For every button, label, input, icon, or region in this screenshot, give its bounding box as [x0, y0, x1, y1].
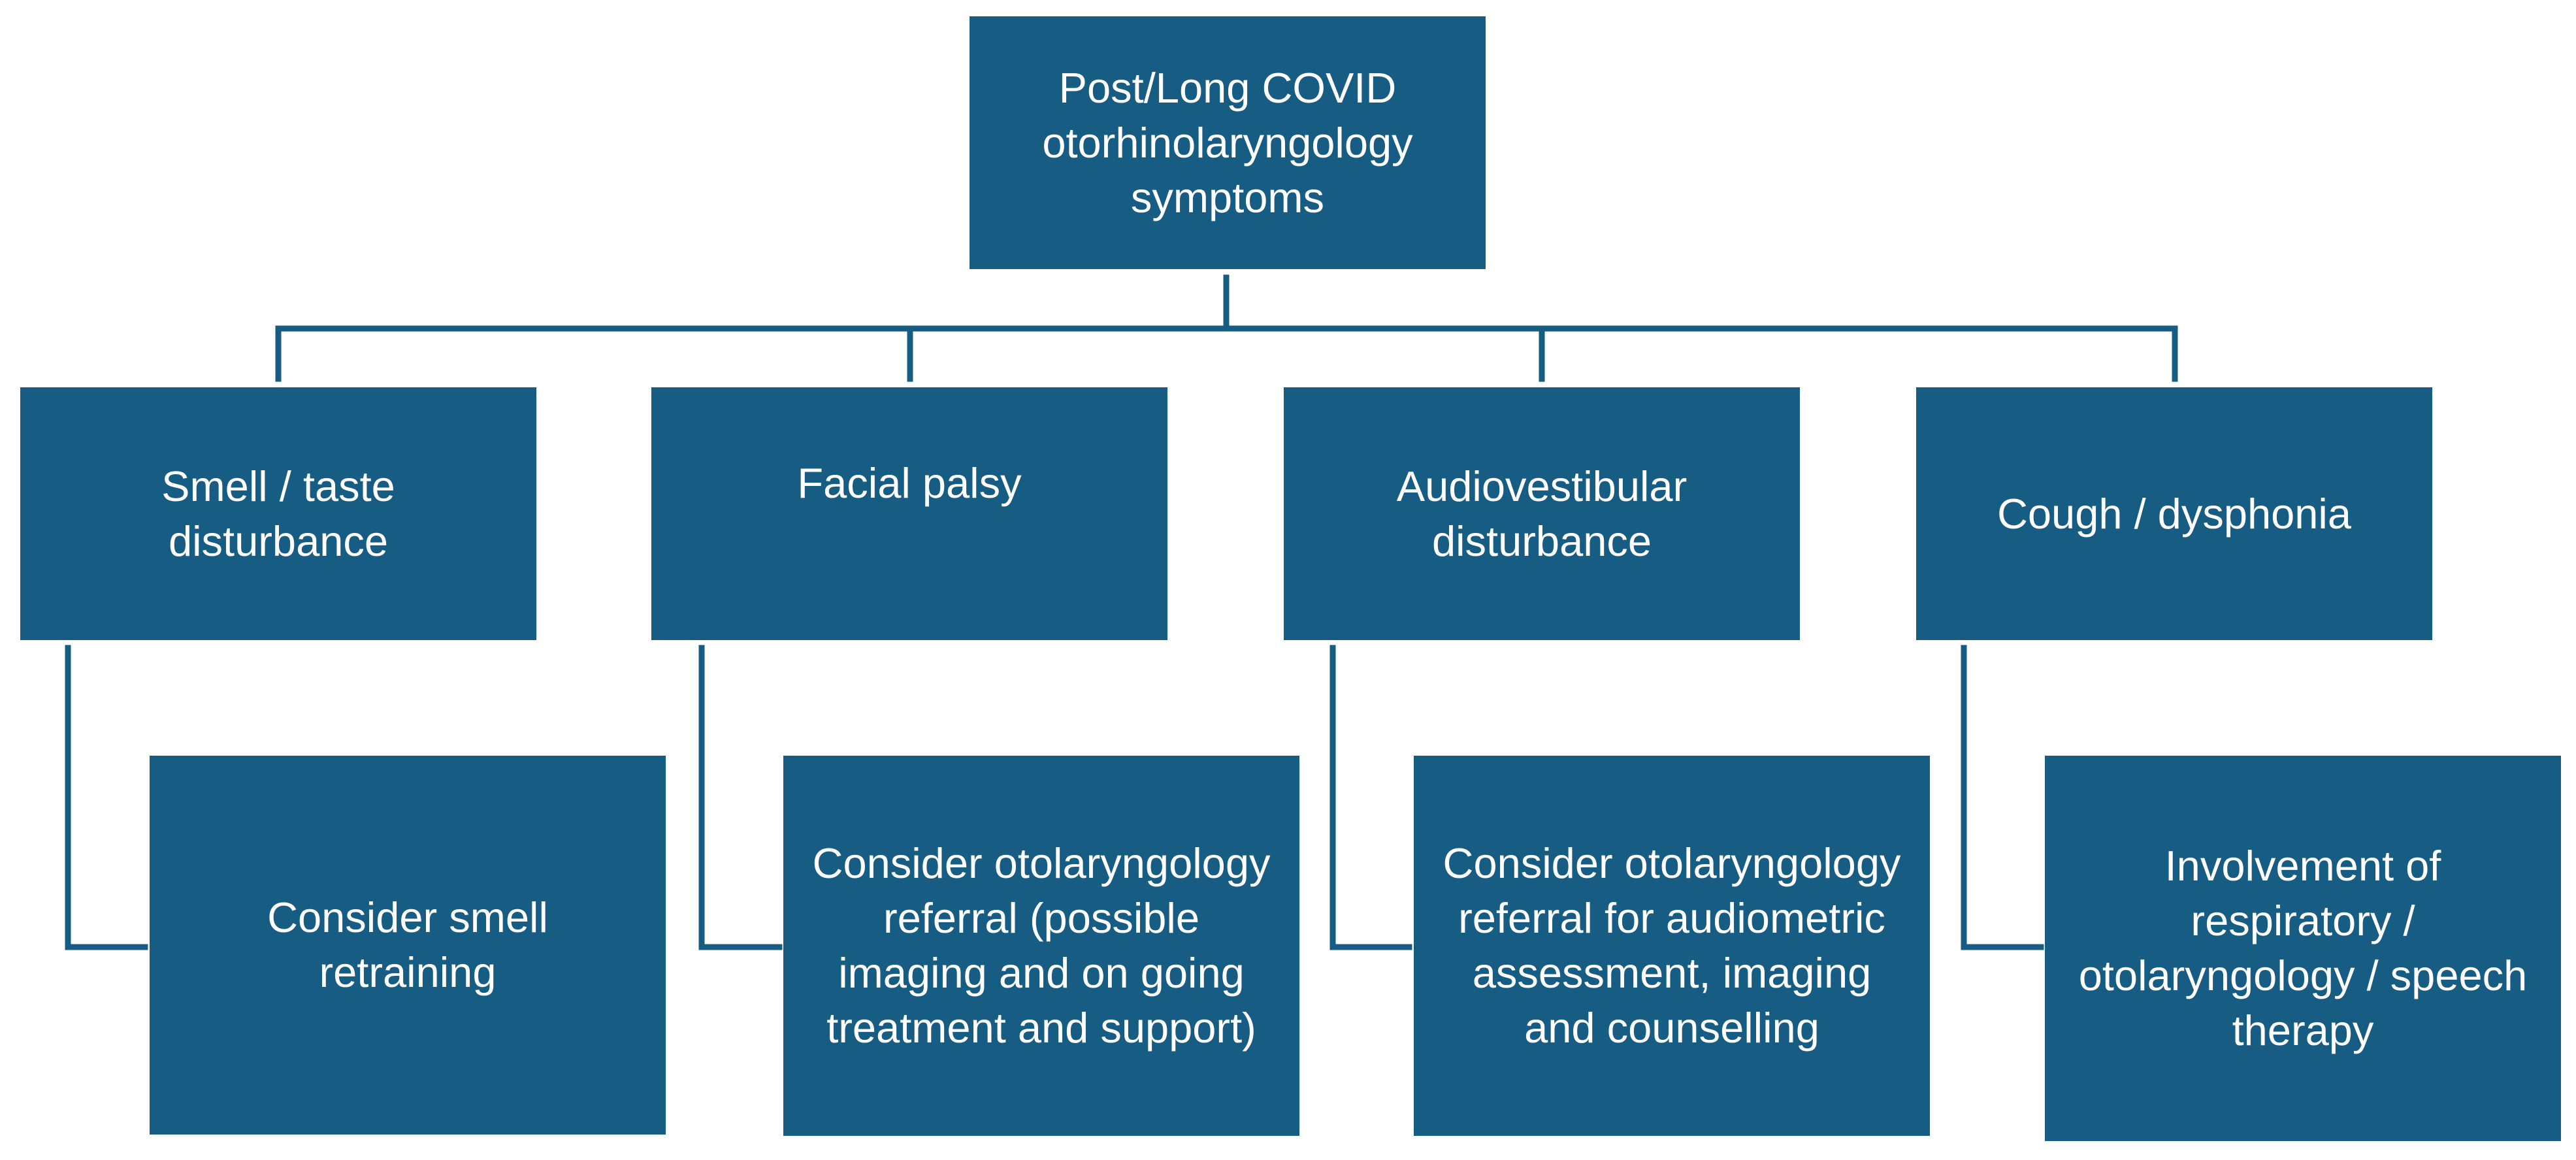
category-node-facial-palsy: Facial palsy — [651, 387, 1167, 640]
elbow-connector-2 — [698, 645, 783, 950]
elbow-connector-1 — [65, 645, 148, 950]
elbow-connector-4 — [1961, 645, 2044, 950]
action-node-smell-retraining: Consider smell retraining — [150, 756, 666, 1135]
category-node-cough-dysphonia: Cough / dysphonia — [1916, 387, 2432, 640]
action-node-respiratory-involvement: Involvement of respiratory / otolaryngol… — [2045, 756, 2561, 1141]
action-node-facial-palsy-referral: Consider otolaryngology referral (possib… — [783, 756, 1299, 1136]
elbow-connector-3 — [1329, 645, 1412, 950]
category-node-smell-taste: Smell / taste disturbance — [20, 387, 536, 640]
root-node: Post/Long COVID otorhinolaryngology symp… — [970, 16, 1486, 269]
action-node-audiometric-referral: Consider otolaryngology referral for aud… — [1414, 756, 1930, 1136]
category-node-audiovestibular: Audiovestibular disturbance — [1284, 387, 1800, 640]
